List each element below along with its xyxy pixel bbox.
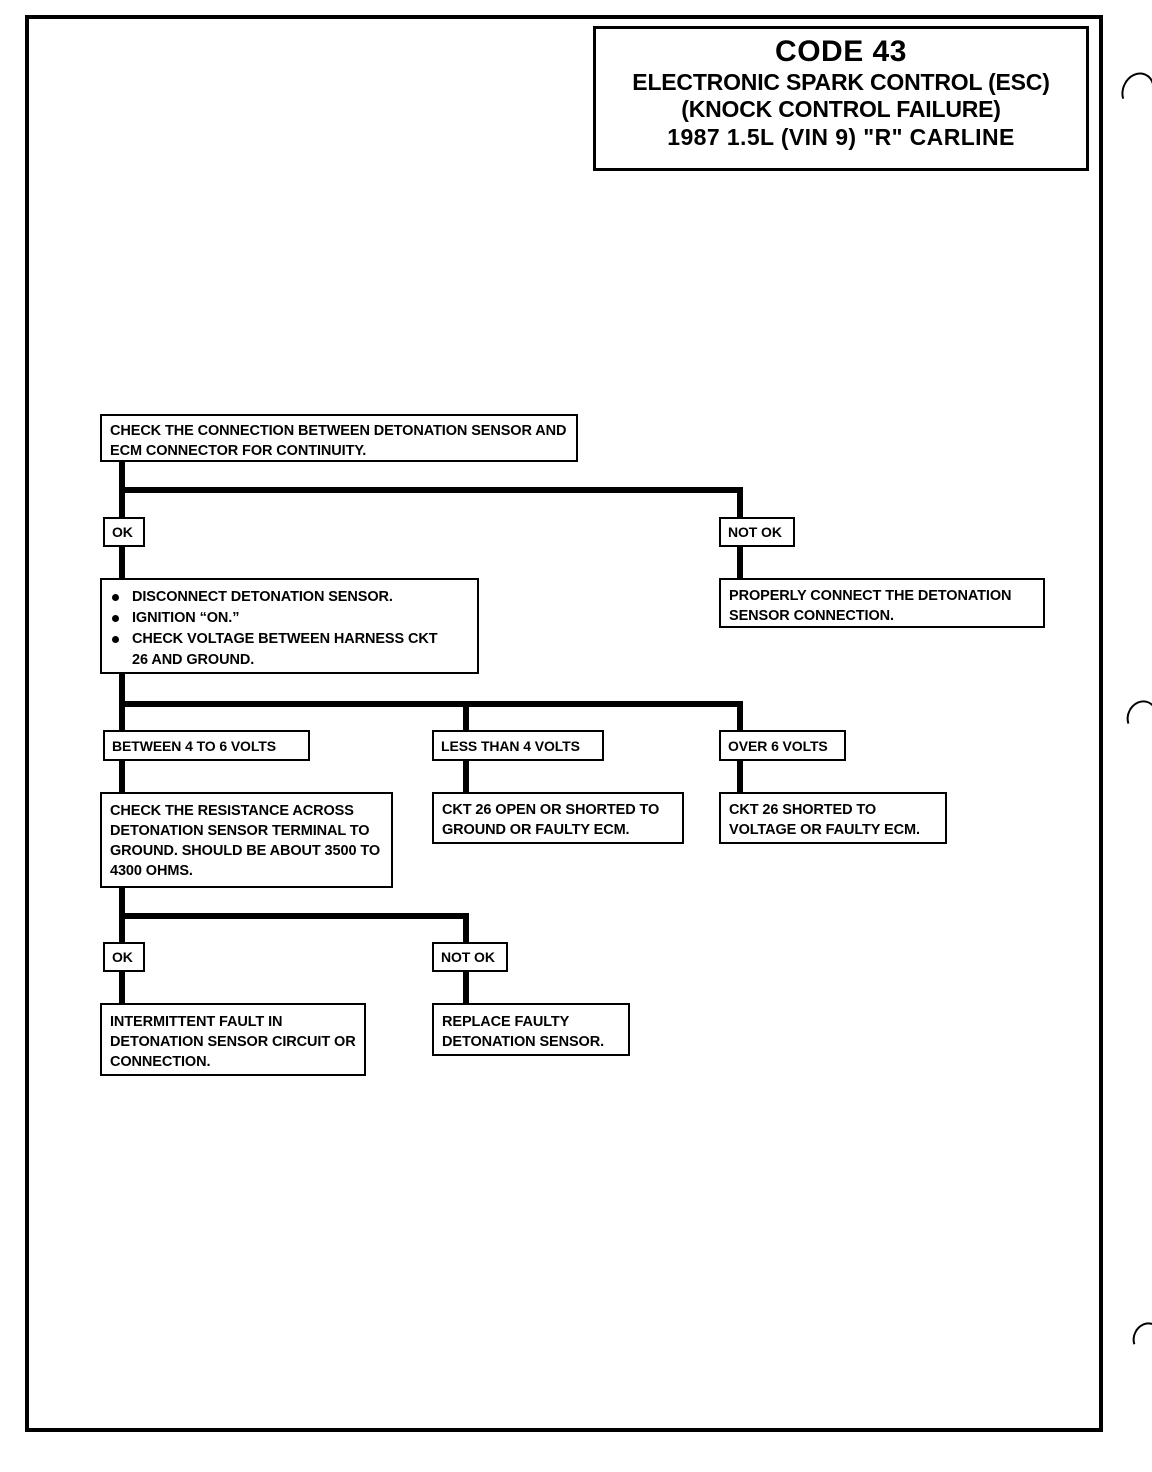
connector-resistance-down xyxy=(119,888,125,916)
connector-split-3way xyxy=(119,701,743,707)
branch-label-ok-2: OK xyxy=(103,942,145,972)
connector-split-1 xyxy=(119,487,743,493)
scan-artifact-arc-bottom xyxy=(1127,1317,1152,1359)
over-6-volts-result-box: CKT 26 SHORTED TO VOLTAGE OR FAULTY ECM. xyxy=(719,792,947,844)
connector-split-2 xyxy=(119,913,469,919)
title-vehicle-application: 1987 1.5L (VIN 9) "R" CARLINE xyxy=(667,124,1015,150)
step-bullet-2: IGNITION “ON.” xyxy=(102,608,473,629)
connector-volt-right-down xyxy=(737,761,743,794)
branch-label-less-than-4-volts: LESS THAN 4 VOLTS xyxy=(432,730,604,761)
branch-label-over-6-volts: OVER 6 VOLTS xyxy=(719,730,846,761)
title-block: CODE 43 ELECTRONIC SPARK CONTROL (ESC) (… xyxy=(593,26,1089,171)
ok-2-result-text: INTERMITTENT FAULT IN DETONATION SENSOR … xyxy=(110,1014,356,1070)
over-6-volts-result-text: CKT 26 SHORTED TO VOLTAGE OR FAULTY ECM. xyxy=(729,802,920,838)
not-ok-2-result-text: REPLACE FAULTY DETONATION SENSOR. xyxy=(442,1014,605,1050)
connector-ok-2-down xyxy=(119,972,125,1004)
not-ok-2-result-box: REPLACE FAULTY DETONATION SENSOR. xyxy=(432,1003,630,1056)
branch-label-between-4-6-volts: BETWEEN 4 TO 6 VOLTS xyxy=(103,730,310,761)
connector-not-ok-2-down xyxy=(463,972,469,1004)
connector-volt-mid-down xyxy=(463,761,469,794)
connector-to-volt-mid xyxy=(463,701,469,731)
branch-label-ok-1: OK xyxy=(103,517,145,547)
not-ok-1-action-text: PROPERLY CONNECT THE DETONATION SENSOR C… xyxy=(729,588,1012,624)
branch-label-over-6-volts-text: OVER 6 VOLTS xyxy=(728,737,828,754)
not-ok-1-action-box: PROPERLY CONNECT THE DETONATION SENSOR C… xyxy=(719,578,1045,628)
less-than-4-volts-result-box: CKT 26 OPEN OR SHORTED TO GROUND OR FAUL… xyxy=(432,792,684,844)
connector-ok-1-down xyxy=(119,547,125,580)
less-than-4-volts-result-text: CKT 26 OPEN OR SHORTED TO GROUND OR FAUL… xyxy=(442,802,660,838)
scan-artifact-arc-middle xyxy=(1121,695,1152,739)
connector-to-ok-1 xyxy=(119,487,125,519)
branch-label-not-ok-1: NOT OK xyxy=(719,517,795,547)
branch-label-ok-1-text: OK xyxy=(112,524,133,540)
branch-label-not-ok-1-text: NOT OK xyxy=(728,524,782,540)
branch-label-not-ok-2: NOT OK xyxy=(432,942,508,972)
resistance-check-box: CHECK THE RESISTANCE ACROSS DETONATION S… xyxy=(100,792,393,888)
ok-2-result-box: INTERMITTENT FAULT IN DETONATION SENSOR … xyxy=(100,1003,366,1076)
step-bullet-3-continuation: 26 AND GROUND. xyxy=(132,652,255,668)
connector-to-ok-2 xyxy=(119,913,125,943)
connector-to-volt-left xyxy=(119,701,125,731)
diagnostic-code-title: CODE 43 xyxy=(775,35,907,68)
title-system-name: ELECTRONIC SPARK CONTROL (ESC) xyxy=(632,69,1050,95)
start-box: CHECK THE CONNECTION BETWEEN DETONATION … xyxy=(100,414,578,462)
connector-start-down xyxy=(119,462,125,490)
connector-volt-left-down xyxy=(119,761,125,794)
connector-not-ok-1-down xyxy=(737,547,743,580)
start-box-text: CHECK THE CONNECTION BETWEEN DETONATION … xyxy=(110,423,567,459)
connector-to-volt-right xyxy=(737,701,743,731)
connector-steps-down xyxy=(119,674,125,704)
page-border xyxy=(25,15,1103,1432)
connector-to-not-ok-2 xyxy=(463,913,469,943)
connector-to-not-ok-1 xyxy=(737,487,743,519)
step-bullet-3: CHECK VOLTAGE BETWEEN HARNESS CKT xyxy=(102,629,473,650)
resistance-check-text: CHECK THE RESISTANCE ACROSS DETONATION S… xyxy=(110,803,381,879)
title-failure-name: (KNOCK CONTROL FAILURE) xyxy=(681,96,1001,122)
branch-label-less-than-4-volts-text: LESS THAN 4 VOLTS xyxy=(441,737,580,754)
step-bullet-1: DISCONNECT DETONATION SENSOR. xyxy=(102,587,473,608)
scan-artifact-arc-top xyxy=(1115,67,1152,115)
steps-bullet-list: DISCONNECT DETONATION SENSOR. IGNITION “… xyxy=(102,587,473,671)
branch-label-between-4-6-volts-text: BETWEEN 4 TO 6 VOLTS xyxy=(112,737,276,754)
branch-label-ok-2-text: OK xyxy=(112,949,133,965)
steps-box: DISCONNECT DETONATION SENSOR. IGNITION “… xyxy=(100,578,479,674)
branch-label-not-ok-2-text: NOT OK xyxy=(441,949,495,965)
